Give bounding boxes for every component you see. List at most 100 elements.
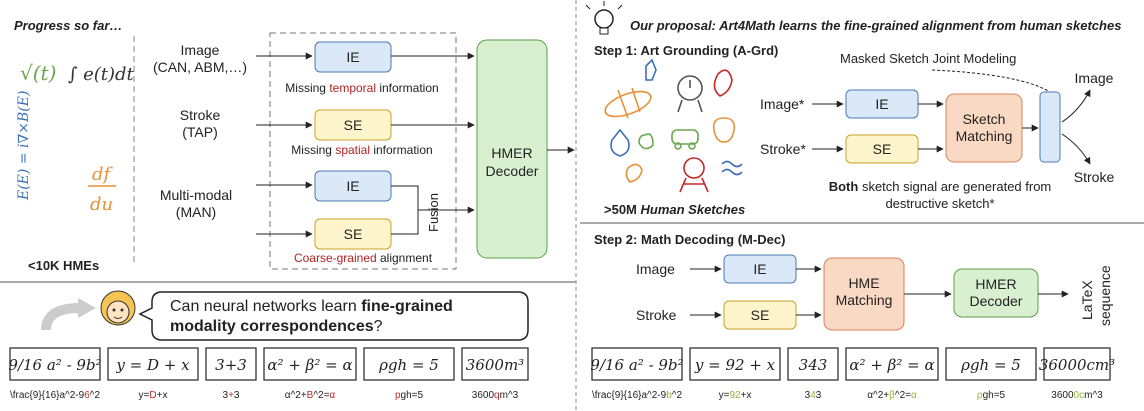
joint-embedding-bar <box>1039 91 1061 163</box>
right-image-star: Image* <box>760 96 805 112</box>
avatar <box>100 290 136 326</box>
sample-image-box <box>945 347 1037 381</box>
input-image-label: Image <box>181 42 220 58</box>
hme-matching-line1: HME <box>848 275 879 291</box>
hme-matching-line2: Matching <box>836 292 893 308</box>
svg-text:∫ e(t)dt: ∫ e(t)dt <box>68 64 135 85</box>
right-decoder-line1: HMER <box>975 276 1016 292</box>
sample-image-box <box>689 347 781 381</box>
proposal-title: Our proposal: Art4Math learns the fine-g… <box>630 18 1121 33</box>
sample-image-box <box>107 347 199 381</box>
right-se-label-2: SE <box>751 307 770 323</box>
sample-prediction: \frac{9}{16}a^2-96^2 <box>10 390 100 401</box>
left-ie-box-1 <box>314 41 392 73</box>
sample-handwriting: ρgh = 5 <box>960 356 1021 374</box>
right-se-label-1: SE <box>873 141 892 157</box>
hme-count: <10K HMEs <box>28 258 99 273</box>
sample-handwriting: α² + β² = α <box>849 356 934 374</box>
svg-text:E(E) = i∇×B(E): E(E) = i∇×B(E) <box>16 91 32 201</box>
input-image-sub: (CAN, ABM,…) <box>153 59 247 75</box>
sample-prediction: ρgh=5 <box>977 390 1006 401</box>
step1-title: Step 1: Art Grounding (A-Grd) <box>594 43 778 58</box>
right-stroke-star: Stroke* <box>760 141 806 157</box>
left-decoder-line2: Decoder <box>486 163 539 179</box>
both-note-line1: Both sketch signal are generated from <box>829 179 1052 194</box>
sample-prediction: y=92+x <box>719 390 752 401</box>
right-decoder-line2: Decoder <box>970 293 1023 309</box>
sketch-matching-line1: Sketch <box>963 111 1006 127</box>
input-multi-label: Multi-modal <box>160 187 232 203</box>
sample-prediction: α^2+B^2=α <box>285 390 336 401</box>
masked-sketch-label: Masked Sketch Joint Modeling <box>840 51 1016 66</box>
coarse-alignment: Coarse-grained alignment <box>294 251 433 265</box>
sample-prediction: y=D+x <box>139 390 168 401</box>
samples-left: 9/16 a² - 9b² \frac{9}{16}a^2-96^2 y = D +… <box>8 347 529 401</box>
out-image-label: Image <box>1075 70 1114 86</box>
sample-handwriting: 3600m³ <box>466 356 524 374</box>
lightbulb-icon <box>585 1 623 35</box>
left-se-label-2: SE <box>344 226 363 242</box>
sample-image-box <box>787 347 839 381</box>
sample-image-box <box>9 347 101 381</box>
fusion-bracket <box>391 185 419 235</box>
sample-handwriting: α² + β² = α <box>267 356 352 374</box>
right-ie-label-1: IE <box>875 96 888 112</box>
sample-prediction: \frac{9}{16}a^2-9b^2 <box>592 390 682 401</box>
left-decoder-line1: HMER <box>491 145 532 161</box>
svg-text:df: df <box>92 164 114 185</box>
left-ie-label-1: IE <box>346 49 359 65</box>
sample-prediction: α^2+β^2=α <box>867 390 917 401</box>
latex-line2: sequence <box>1097 265 1113 326</box>
hme-handwriting-samples: √(t) ∫ e(t)dt E(E) = i∇×B(E) df du <box>16 61 135 215</box>
sample-handwriting: ρgh = 5 <box>378 356 439 374</box>
missing-spatial: Missing spatial information <box>291 143 432 157</box>
sample-prediction: 3+3 <box>223 390 240 401</box>
encoder-group-box <box>269 32 457 270</box>
progress-title: Progress so far… <box>14 18 122 33</box>
input-stroke-sub: (TAP) <box>182 124 218 140</box>
question-line1: Can neural networks learn fine-grained <box>170 298 453 315</box>
human-sketch-doodles <box>604 58 743 193</box>
samples-right: 9/16 a² - 9b² \frac{9}{16}a^2-9b^2 y = 92 … <box>590 347 1115 401</box>
sample-prediction: 3600qm^3 <box>472 390 519 401</box>
input-multi-sub: (MAN) <box>176 204 216 220</box>
sample-image-box <box>363 347 455 381</box>
left-se-label-1: SE <box>344 117 363 133</box>
sample-handwriting: 36000cm³ <box>1039 356 1115 374</box>
sketch-matching-line2: Matching <box>956 128 1013 144</box>
sample-image-box <box>845 347 939 381</box>
svg-text:du: du <box>90 194 113 215</box>
curved-arrow-icon <box>41 303 81 331</box>
sample-image-box <box>205 347 257 381</box>
both-note-line2: destructive sketch* <box>885 196 994 211</box>
right-hmer-decoder <box>953 268 1039 318</box>
question-line2: modality correspondences? <box>170 318 383 335</box>
latex-line1: LaTeX <box>1079 280 1095 320</box>
sample-image-box <box>461 347 529 381</box>
missing-temporal: Missing temporal information <box>285 81 438 95</box>
sketch-count: >50M Human Sketches <box>604 202 745 217</box>
sample-image-box <box>591 347 683 381</box>
input-stroke-label: Stroke <box>180 107 221 123</box>
right-ie-label-2: IE <box>753 261 766 277</box>
sample-handwriting: 9/16 a² - 9b² <box>590 356 683 374</box>
sample-prediction: 343 <box>805 390 822 401</box>
step2-image-label: Image <box>636 261 675 277</box>
sample-handwriting: y = D + x <box>115 356 190 374</box>
sample-handwriting: y = 92 + x <box>694 356 776 374</box>
sample-image-box <box>263 347 357 381</box>
sample-handwriting: 3+3 <box>215 356 247 374</box>
sample-prediction: pgh=5 <box>395 390 424 401</box>
sample-handwriting: 9/16 a² - 9b² <box>8 356 101 374</box>
left-ie-label-2: IE <box>346 178 359 194</box>
sample-handwriting: 343 <box>799 356 828 374</box>
sample-prediction: 36000cm^3 <box>1051 390 1103 401</box>
fusion-label: Fusion <box>426 193 441 232</box>
step2-stroke-label: Stroke <box>636 307 677 323</box>
sample-image-box <box>1043 347 1111 381</box>
svg-text:√(t): √(t) <box>20 61 56 85</box>
step2-title: Step 2: Math Decoding (M-Dec) <box>594 232 785 247</box>
left-hmer-decoder <box>476 39 548 259</box>
out-stroke-label: Stroke <box>1074 169 1115 185</box>
